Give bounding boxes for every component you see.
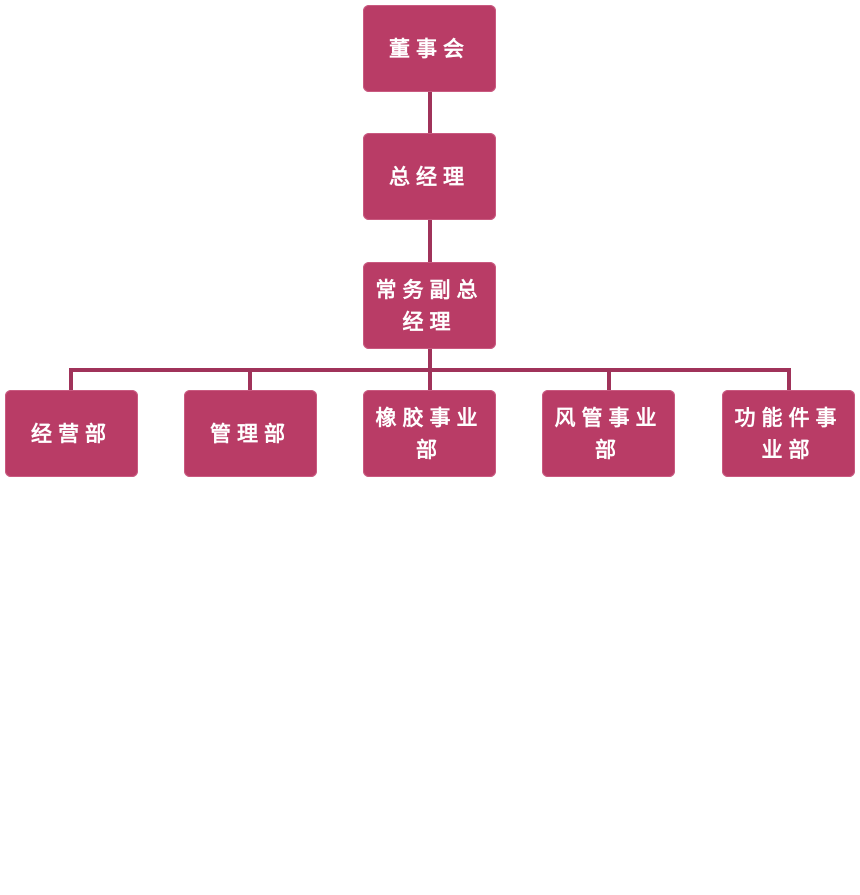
node-board-of-directors[interactable]: 董事会 bbox=[363, 5, 496, 92]
node-label: 橡胶事业部 bbox=[375, 404, 484, 462]
node-dept-functional-parts[interactable]: 功能件事业部 bbox=[722, 390, 855, 477]
connector-gm-deputy bbox=[428, 220, 432, 262]
connector-dept-5 bbox=[787, 368, 791, 390]
node-dept-air-duct[interactable]: 风管事业部 bbox=[542, 390, 675, 477]
node-dept-operations[interactable]: 经营部 bbox=[5, 390, 138, 477]
node-label: 风管事业部 bbox=[554, 404, 663, 462]
node-dept-management[interactable]: 管理部 bbox=[184, 390, 317, 477]
node-label: 经营部 bbox=[31, 420, 112, 446]
node-label: 常务副总经理 bbox=[375, 276, 484, 334]
node-label: 管理部 bbox=[210, 420, 291, 446]
connector-board-gm bbox=[428, 92, 432, 133]
connector-dept-4 bbox=[607, 368, 611, 390]
node-executive-deputy-gm[interactable]: 常务副总经理 bbox=[363, 262, 496, 349]
node-label: 董事会 bbox=[389, 35, 470, 61]
node-label: 功能件事业部 bbox=[734, 404, 843, 462]
node-label: 总经理 bbox=[389, 163, 470, 189]
connector-horizontal-bus bbox=[69, 368, 791, 372]
node-dept-rubber[interactable]: 橡胶事业部 bbox=[363, 390, 496, 477]
node-general-manager[interactable]: 总经理 bbox=[363, 133, 496, 220]
connector-dept-1 bbox=[69, 368, 73, 390]
connector-dept-2 bbox=[248, 368, 252, 390]
